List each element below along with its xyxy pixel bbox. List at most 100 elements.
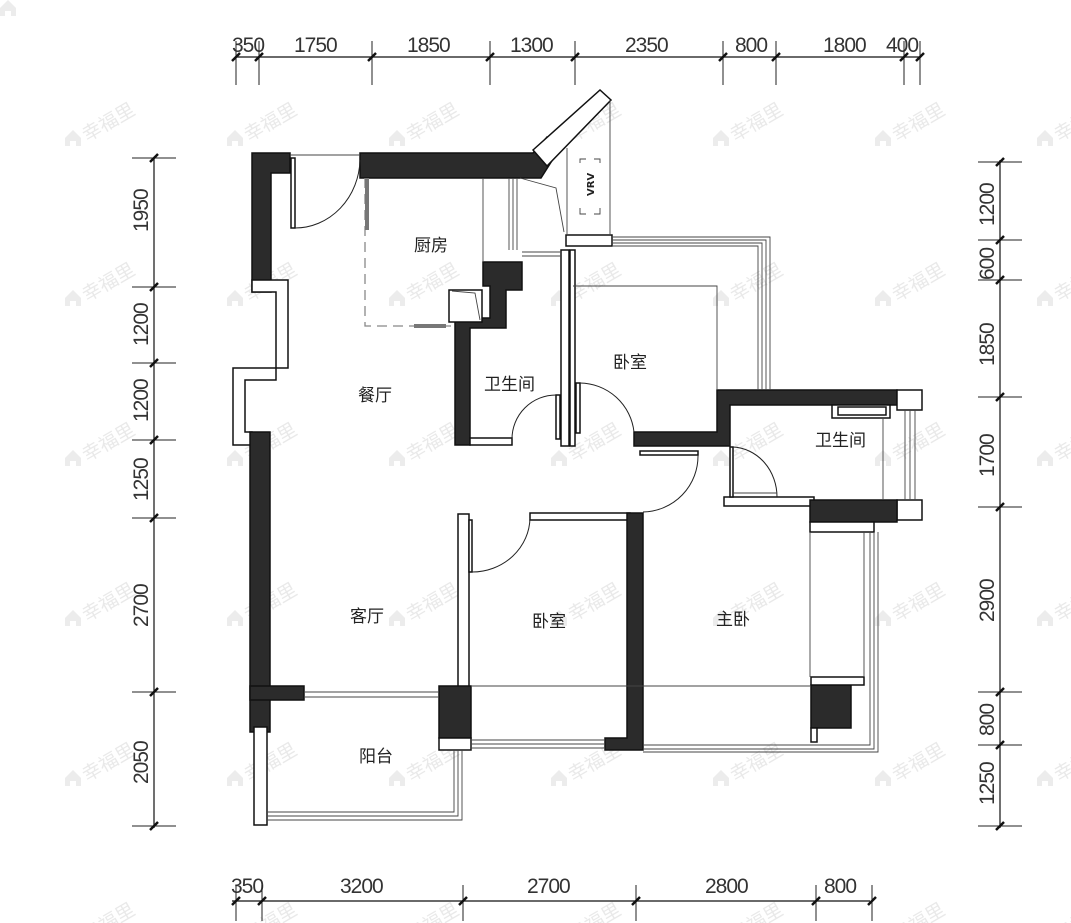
house-logo-icon — [875, 290, 891, 306]
watermark: 幸福里 — [713, 99, 787, 147]
house-logo-icon — [389, 610, 405, 626]
watermark: 幸福里 — [227, 99, 301, 147]
house-logo-icon — [713, 130, 729, 146]
dimension-left: 1950 1200 1200 1250 2700 2050 — [130, 158, 155, 828]
dim-right-6: 1250 — [976, 762, 999, 805]
dimension-ticks — [132, 41, 1022, 921]
house-logo-icon — [1037, 290, 1053, 306]
dim-right-1: 600 — [976, 248, 999, 280]
house-logo-icon — [227, 450, 243, 466]
dim-top-6: 1800 — [823, 34, 866, 57]
svg-text:幸福里: 幸福里 — [889, 899, 949, 923]
svg-text:幸福里: 幸福里 — [727, 899, 787, 923]
watermark: 幸福里 — [875, 259, 949, 307]
svg-text:幸福里: 幸福里 — [727, 739, 787, 787]
watermark: 幸福里 — [713, 259, 787, 306]
watermark: 幸福里 — [389, 579, 463, 626]
watermark: 幸福里 — [65, 579, 139, 626]
svg-text:幸福里: 幸福里 — [1051, 579, 1071, 627]
dimension-bottom: 350 3200 2700 2800 800 — [231, 875, 870, 902]
window-lines — [267, 100, 916, 821]
house-logo-icon — [65, 130, 81, 146]
room-label-bedroom-1: 卧室 — [613, 353, 647, 373]
watermark: 幸福里 — [241, 899, 301, 923]
room-label-living-room: 客厅 — [350, 607, 384, 627]
watermark: 幸福里 — [889, 899, 949, 923]
room-label-bathroom-2: 卫生间 — [815, 431, 866, 451]
watermark: 幸福里 — [727, 899, 787, 923]
house-logo-icon — [551, 770, 567, 786]
room-label-dining: 餐厅 — [358, 386, 392, 406]
dim-top-1: 1750 — [294, 34, 337, 57]
house-logo-icon — [875, 610, 891, 626]
svg-text:幸福里: 幸福里 — [403, 99, 463, 147]
watermark: 幸福里 — [1037, 739, 1071, 787]
house-logo-icon — [65, 290, 81, 306]
watermark: 幸福里 — [1037, 99, 1071, 147]
watermark: 幸福里 — [875, 739, 949, 787]
dimension-right: 1200 600 1850 1700 2900 800 1250 — [976, 160, 1001, 828]
dim-top-5: 800 — [735, 34, 767, 57]
svg-text:幸福里: 幸福里 — [565, 899, 625, 923]
room-label-kitchen: 厨房 — [414, 236, 448, 256]
vrv-label: VRV — [586, 173, 597, 196]
dimension-top: 350 1750 1850 1300 2350 800 1800 400 — [232, 34, 920, 58]
watermark: 幸福里 — [1037, 419, 1071, 467]
house-logo-icon — [65, 770, 81, 786]
svg-text:幸福里: 幸福里 — [889, 579, 949, 627]
house-logo-icon — [389, 770, 405, 786]
watermark: 幸福里 — [875, 579, 949, 627]
watermark: 幸福里 — [389, 99, 463, 147]
dim-top-2: 1850 — [407, 34, 450, 57]
house-logo-icon — [389, 290, 405, 306]
watermark: 幸福里 — [65, 739, 139, 786]
svg-text:幸福里: 幸福里 — [241, 99, 301, 147]
dim-left-3: 1250 — [130, 458, 153, 501]
svg-text:幸福里: 幸福里 — [1051, 99, 1071, 147]
room-label-bedroom-2: 卧室 — [532, 612, 566, 632]
svg-text:幸福里: 幸福里 — [889, 739, 949, 787]
svg-text:幸福里: 幸福里 — [1051, 419, 1071, 467]
svg-text:幸福里: 幸福里 — [79, 259, 139, 307]
house-logo-icon — [551, 450, 567, 466]
watermark: 幸福里 — [403, 899, 463, 923]
house-logo-icon — [65, 610, 81, 626]
dim-top-7: 400 — [886, 34, 918, 57]
house-logo-icon — [1037, 610, 1053, 626]
watermark-layer — [0, 0, 16, 16]
watermark: 幸福里 — [65, 419, 139, 466]
watermark: 幸福里 — [875, 99, 949, 146]
svg-text:幸福里: 幸福里 — [565, 579, 625, 627]
house-logo-icon — [1037, 770, 1053, 786]
svg-text:幸福里: 幸福里 — [889, 419, 949, 467]
room-label-master-bedroom: 主卧 — [716, 610, 750, 630]
svg-text:幸福里: 幸福里 — [727, 99, 787, 147]
dim-left-0: 1950 — [130, 189, 153, 232]
house-logo-icon — [389, 130, 405, 146]
dim-top-3: 1300 — [510, 34, 553, 57]
dim-left-2: 1200 — [130, 379, 153, 422]
house-logo-icon — [713, 610, 729, 626]
dim-right-2: 1850 — [976, 323, 999, 366]
watermark: 幸福里 — [1051, 899, 1071, 923]
house-logo-icon — [713, 450, 729, 466]
svg-text:幸福里: 幸福里 — [79, 99, 139, 147]
svg-text:幸福里: 幸福里 — [1051, 739, 1071, 787]
house-logo-icon — [227, 610, 243, 626]
kitchen-boundary — [364, 178, 455, 328]
dim-bottom-2: 2700 — [527, 875, 570, 898]
dim-right-4: 2900 — [976, 579, 999, 622]
dim-bottom-3: 2800 — [705, 875, 748, 898]
svg-text:幸福里: 幸福里 — [889, 259, 949, 307]
svg-text:幸福里: 幸福里 — [403, 899, 463, 923]
dim-right-0: 1200 — [976, 183, 999, 226]
dim-top-4: 2350 — [625, 34, 668, 57]
house-logo-icon — [227, 770, 243, 786]
doors — [290, 157, 778, 573]
dim-bottom-0: 350 — [231, 875, 263, 898]
dim-left-5: 2050 — [130, 741, 153, 784]
house-logo-icon — [1037, 130, 1053, 146]
watermark: 幸福里 — [389, 419, 463, 466]
svg-text:幸福里: 幸福里 — [1051, 899, 1071, 923]
